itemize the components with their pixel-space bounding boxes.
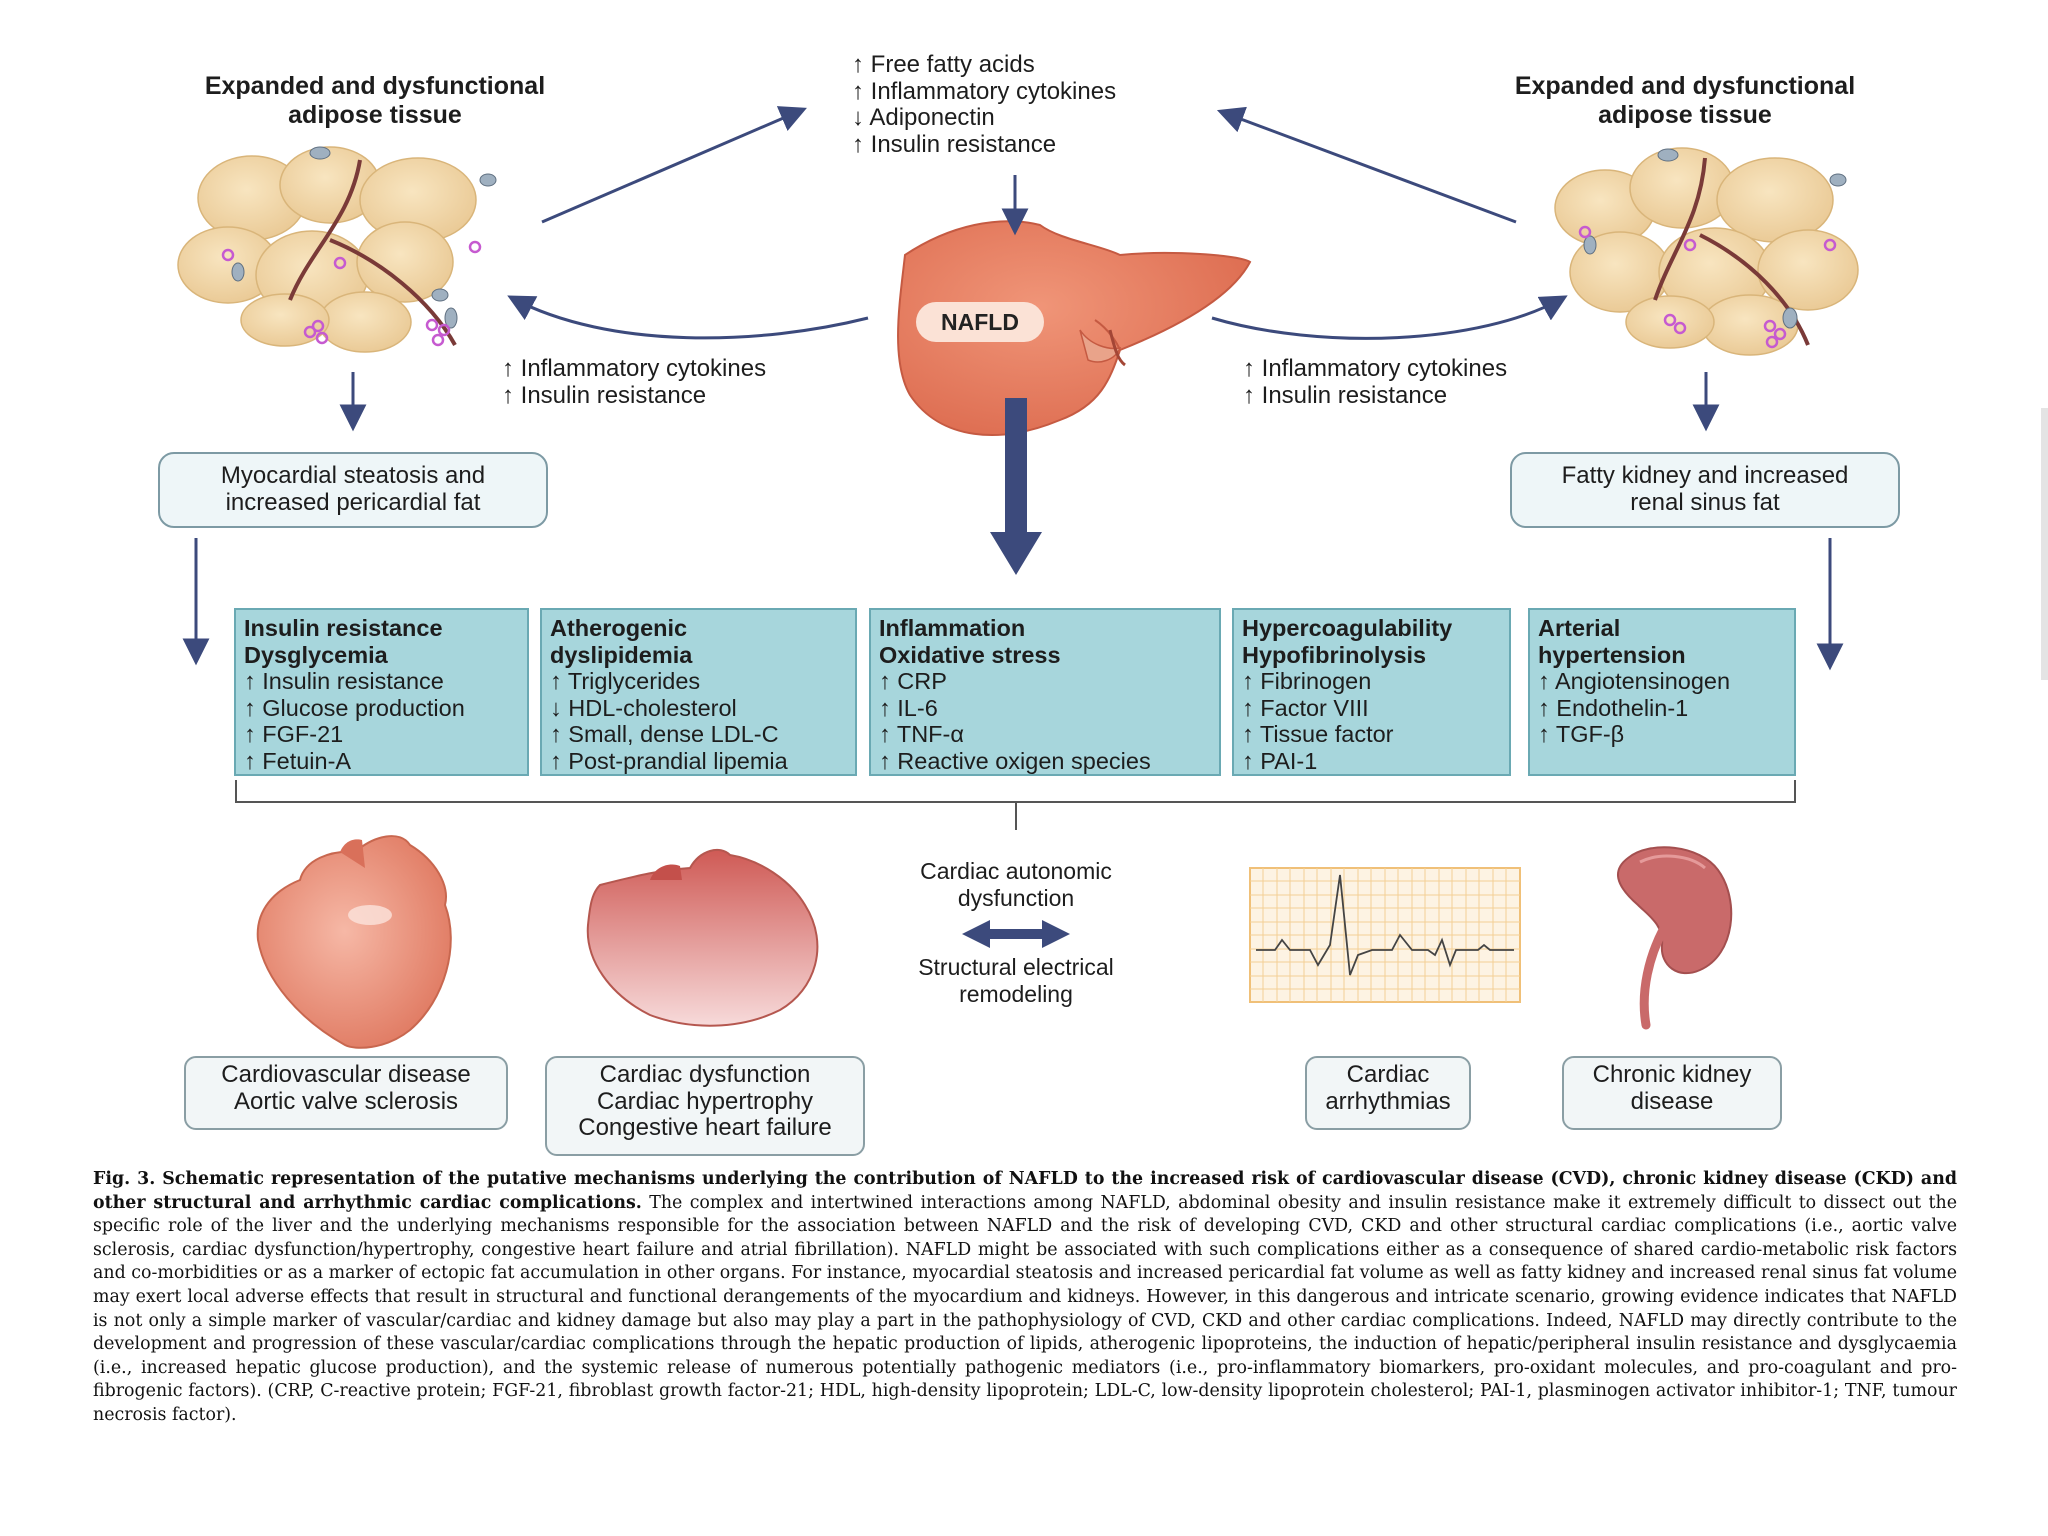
ecg-illustration [1249,867,1521,1003]
adipose-title-left: Expanded and dysfunctional adipose tissu… [204,72,546,129]
effect-item: ↑ Inflammatory cytokines [852,77,1117,105]
mechanism-box-insulin-resistance: Insulin resistance Dysglycemia ↑ Insulin… [234,608,529,776]
kidney-illustration [1617,846,1733,1030]
outcome-chronic-kidney-disease: Chronic kidney disease [1562,1056,1782,1130]
arrow-liver-to-adipose-left [507,295,869,340]
myocardial-steatosis-box: Myocardial steatosis and increased peric… [158,452,548,528]
arrow-adipose-left-to-effects [541,106,807,224]
adipose-tissue-left-illustration [177,146,497,353]
effect-item: ↓ Adiponectin [852,104,995,131]
nafld-label: NAFLD [916,302,1044,342]
arrow-liver-to-adipose-right [1211,295,1568,340]
liver-to-adipose-right-effects: ↑ Inflammatory cytokines ↑ Insulin resis… [1243,355,1508,409]
liver-to-adipose-left-effects: ↑ Inflammatory cytokines ↑ Insulin resis… [502,355,767,409]
arrow-liver-to-mechanisms [990,398,1042,575]
arrow-adipose-right-to-effects [1216,106,1517,224]
heart-illustration-cardiac-dysfunction [586,848,819,1027]
structural-electrical-remodeling-label: Structural electrical remodeling [918,954,1114,1007]
liver-illustration [897,220,1252,436]
effect-item: ↑ Insulin resistance [852,130,1057,158]
outcome-cardiac-arrhythmias: Cardiac arrhythmias [1305,1056,1471,1130]
mechanism-box-hypercoagulability: Hypercoagulability Hypofibrinolysis ↑ Fi… [1232,608,1511,776]
mechanism-box-arterial-hypertension: Arterial hypertension ↑ Angiotensinogen … [1528,608,1796,776]
cardiac-autonomic-dysfunction-label: Cardiac autonomic dysfunction [920,858,1112,911]
mechanism-box-atherogenic-dyslipidemia: Atherogenic dyslipidemia ↑ Triglycerides… [540,608,857,776]
mechanism-box-inflammation: Inflammation Oxidative stress ↑ CRP ↑ IL… [869,608,1221,776]
heart-illustration-cvd [256,835,452,1049]
fatty-kidney-box: Fatty kidney and increased renal sinus f… [1510,452,1900,528]
outcome-cardiovascular-disease: Cardiovascular disease Aortic valve scle… [184,1056,508,1130]
outcome-cardiac-dysfunction: Cardiac dysfunction Cardiac hypertrophy … [545,1056,865,1156]
systemic-effects-list: ↑ Free fatty acids ↑ Inflammatory cytoki… [852,51,1117,158]
mechanisms-bracket [235,780,1796,830]
adipose-title-right: Expanded and dysfunctional adipose tissu… [1514,72,1856,129]
adipose-tissue-right-illustration [1554,147,1859,356]
double-arrow-cardiac-autonomic [962,920,1070,948]
figure-caption: Fig. 3. Schematic representation of the … [93,1168,1957,1428]
effect-item: ↑ Free fatty acids [852,51,1035,78]
caption-body: The complex and intertwined interactions… [93,1192,1957,1425]
caption-title: Fig. 3. Schematic representation of the … [93,1169,1957,1213]
scrollbar[interactable] [2041,408,2048,680]
